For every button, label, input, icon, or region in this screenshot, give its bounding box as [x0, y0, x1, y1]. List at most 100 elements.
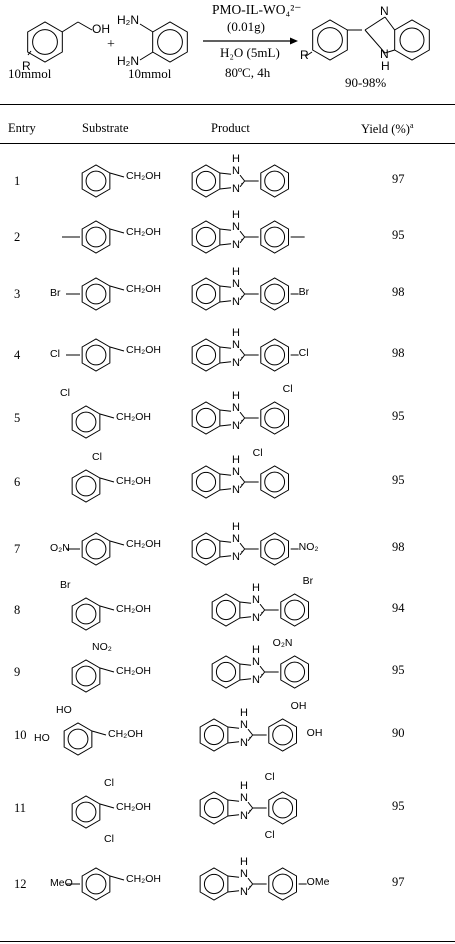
row-3-product-aryl-ring	[260, 277, 290, 311]
row-2-imidazole-nh-label: N	[232, 221, 240, 234]
aromatic-circle	[195, 170, 217, 192]
row-6-imidazole-nh-label: N	[232, 466, 240, 479]
aromatic-circle	[272, 797, 294, 819]
imidazole-bond	[219, 228, 232, 231]
imidazole-bond	[247, 883, 254, 891]
row-9-product-aryl-ring	[280, 655, 310, 689]
row-11-imidazole-h-label: H	[240, 780, 248, 793]
row-9-product-substituent: O₂N	[272, 637, 293, 649]
row-10-ch2oh-bond	[91, 730, 107, 736]
aromatic-circle	[67, 728, 89, 750]
aromatic-circle	[75, 603, 97, 625]
imidazole-bond	[239, 548, 246, 556]
scheme-nh2-bottom-bond	[139, 51, 154, 61]
row-9-substrate-substituent: NO₂	[92, 641, 112, 653]
row-3-entry: 3	[14, 287, 21, 301]
row-6-product-substituent: Cl	[252, 447, 263, 459]
imidazole-bond	[239, 663, 252, 666]
row-11-product-substituent-2: Cl	[264, 829, 275, 841]
row-7-substrate-substituent: O₂N	[50, 542, 70, 554]
imidazole-bond	[259, 671, 266, 679]
row-10-ch2oh-label: CH₂OH	[108, 728, 143, 740]
scheme-r-bond	[27, 50, 32, 56]
imidazole-bond	[219, 300, 232, 303]
row-11-ch2oh-bond	[99, 803, 115, 809]
aromatic-circle	[75, 801, 97, 823]
header-yield-text: Yield (%)	[361, 122, 410, 137]
row-12-imidazole-nh-label: N	[240, 868, 248, 881]
imidazole-bond	[219, 361, 232, 364]
row-2-product-aryl-ring	[260, 220, 290, 254]
row-9-substrate-ring	[71, 659, 101, 693]
row-9-imidazole-h-label: H	[252, 644, 260, 657]
scheme-substrate1-amount: 10mmol	[8, 66, 52, 81]
aromatic-circle	[203, 724, 225, 746]
imidazole-bond	[259, 609, 266, 617]
imidazole-bond	[247, 728, 254, 736]
row-5-product-aryl-ring	[260, 401, 290, 435]
imidazole-bond	[227, 814, 240, 817]
row-5-entry: 5	[14, 411, 21, 425]
row-12-product-substituent: OMe	[306, 876, 330, 888]
row-12-product-aryl-ring	[268, 867, 298, 901]
arrow-head	[290, 37, 298, 45]
row-4-imidazole-h-label: H	[232, 327, 240, 340]
aromatic-circle	[215, 599, 237, 621]
row-7-imidazole-n-label: N	[232, 550, 240, 563]
row-7-ch2oh-bond	[109, 540, 125, 546]
row-4-product-aryl-ring	[260, 338, 290, 372]
aromatic-circle	[157, 29, 183, 55]
aromatic-circle	[264, 407, 286, 429]
row-11-substrate-ring	[71, 795, 101, 829]
row-11-yield: 95	[392, 799, 405, 813]
aromatic-circle	[85, 538, 107, 560]
row-5-imidazole-h-label: H	[232, 390, 240, 403]
imidazole-bond	[239, 481, 246, 489]
aromatic-circle	[399, 27, 425, 53]
row-3-ch2oh-label: CH₂OH	[126, 283, 161, 295]
row-5-ch2oh-label: CH₂OH	[116, 411, 151, 423]
row-8-yield: 94	[392, 601, 405, 615]
row-10-substrate-substituent-2: HO	[34, 732, 50, 744]
imidazole-bond	[247, 807, 254, 815]
row-1-ch2oh-bond	[109, 172, 125, 178]
row-11-substrate-substituent: Cl	[104, 777, 114, 789]
imidazole-bond	[239, 354, 246, 362]
row-1-ch2oh-label: CH₂OH	[126, 170, 161, 182]
imidazole-bond	[247, 734, 254, 742]
imidazole-bond	[384, 49, 395, 54]
scheme-r-label: R	[22, 59, 31, 73]
scheme-product-r-label: R	[300, 48, 309, 62]
row-3-yield: 98	[392, 285, 405, 299]
aromatic-circle	[195, 344, 217, 366]
imidazole-bond	[219, 346, 232, 349]
row-10-imidazole-h-label: H	[240, 707, 248, 720]
imidazole-bond	[239, 411, 246, 419]
imidazole-bond	[239, 348, 246, 356]
row-7-product-substituent: NO₂	[298, 541, 319, 553]
row-10-imidazole-n-label: N	[240, 736, 248, 749]
row-5-substrate-ring	[71, 405, 101, 439]
aromatic-circle	[317, 27, 343, 53]
row-12-substrate-ring	[81, 867, 111, 901]
row-10-product-substituent: OH	[290, 700, 307, 712]
scheme-yield-range: 90-98%	[345, 75, 387, 90]
imidazole-bond	[364, 29, 386, 54]
row-3-substrate-ring	[81, 277, 111, 311]
row-2-yield: 95	[392, 228, 405, 242]
scheme-nh2-top-label: H₂N	[117, 13, 139, 27]
row-8-substrate-ring	[71, 597, 101, 631]
row-1-imidazole-n-label: N	[232, 182, 240, 195]
row-4-imidazole-nh-label: N	[232, 339, 240, 352]
row-8-ch2oh-bond	[99, 605, 115, 611]
imidazole-bond	[239, 601, 252, 604]
aromatic-circle	[85, 873, 107, 895]
header-entry: Entry	[8, 121, 36, 135]
imidazole-bond	[219, 540, 232, 543]
imidazole-bond	[227, 799, 240, 802]
row-5-imidazole-n-label: N	[232, 419, 240, 432]
row-10-substrate-ring	[63, 722, 93, 756]
aromatic-circle	[195, 283, 217, 305]
